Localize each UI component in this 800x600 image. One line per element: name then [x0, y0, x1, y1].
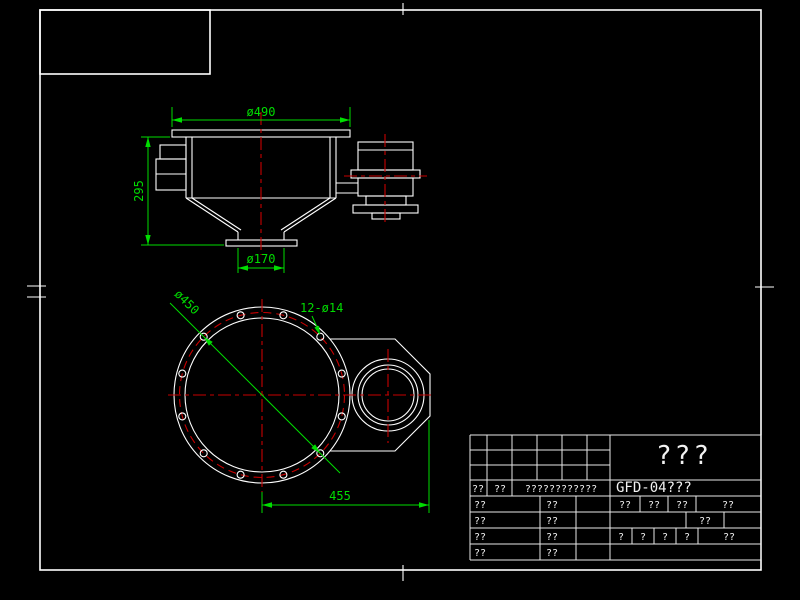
- plan-view[interactable]: ø450 12-ø14 455: [168, 287, 434, 513]
- dim-text-overall-width[interactable]: 455: [329, 489, 351, 503]
- title-left-value[interactable]: ??: [546, 500, 558, 511]
- bolt-holes[interactable]: [178, 311, 346, 479]
- rev-cell[interactable]: ??: [472, 484, 484, 495]
- front-view-outline[interactable]: [155, 129, 351, 247]
- rev-cell[interactable]: ????????????: [525, 484, 597, 495]
- title-left-value[interactable]: ??: [546, 532, 558, 543]
- motor-elevation-outline[interactable]: [336, 141, 421, 220]
- bolt-hole[interactable]: [236, 311, 245, 320]
- dim-text-bolt-circle[interactable]: ø450: [172, 287, 202, 317]
- bolt-hole[interactable]: [199, 449, 208, 458]
- top-left-title-strip: [39, 9, 211, 75]
- dim-text-top-diameter[interactable]: ø490: [247, 105, 276, 119]
- dim-text-outlet-diameter[interactable]: ø170: [247, 252, 276, 266]
- title-left-label[interactable]: ??: [474, 516, 486, 527]
- title-sheet-cell[interactable]: ?: [684, 532, 690, 543]
- title-left-value[interactable]: ??: [546, 516, 558, 527]
- dim-bolt-holes-label[interactable]: 12-ø14: [300, 301, 343, 335]
- bolt-hole[interactable]: [316, 449, 325, 458]
- title-block[interactable]: ??? GFD-04??? ?? ?? ???????????? ?? ?? ?…: [469, 434, 762, 561]
- bolt-hole[interactable]: [279, 311, 288, 320]
- bolt-hole[interactable]: [178, 369, 187, 378]
- drawing-frame: [39, 9, 762, 571]
- front-view-centerlines: [260, 112, 427, 255]
- title-left-label[interactable]: ??: [474, 500, 486, 511]
- title-header-cell[interactable]: ??: [722, 500, 734, 511]
- title-left-label[interactable]: ??: [474, 548, 486, 559]
- title-sheet-cell[interactable]: ?: [640, 532, 646, 543]
- bolt-hole[interactable]: [337, 412, 346, 421]
- title-sheet-cell[interactable]: ??: [723, 532, 735, 543]
- title-header-cell[interactable]: ??: [676, 500, 688, 511]
- dim-height[interactable]: 295: [132, 136, 224, 246]
- dim-outlet-diameter[interactable]: ø170: [237, 248, 285, 273]
- rev-cell[interactable]: ??: [494, 484, 506, 495]
- dim-text-bolt-holes[interactable]: 12-ø14: [300, 301, 343, 315]
- title-left-label[interactable]: ??: [474, 532, 486, 543]
- title-sheet-cell[interactable]: ?: [618, 532, 624, 543]
- title-sheet-cell[interactable]: ?: [662, 532, 668, 543]
- bolt-hole[interactable]: [279, 470, 288, 479]
- title-block-grid: [469, 434, 762, 561]
- dim-overall-width[interactable]: 455: [261, 420, 430, 513]
- bolt-hole[interactable]: [236, 470, 245, 479]
- bolt-hole[interactable]: [178, 412, 187, 421]
- bolt-hole[interactable]: [337, 369, 346, 378]
- bolt-hole[interactable]: [316, 332, 325, 341]
- title-header-cell[interactable]: ??: [619, 500, 631, 511]
- dim-top-diameter[interactable]: ø490: [171, 105, 351, 127]
- front-view[interactable]: ø490 295 ø170: [132, 105, 427, 273]
- title-stage-value[interactable]: ??: [699, 516, 711, 527]
- title-left-value[interactable]: ??: [546, 548, 558, 559]
- drawing-number[interactable]: GFD-04???: [616, 480, 692, 496]
- dim-text-height[interactable]: 295: [132, 180, 146, 202]
- bolt-hole[interactable]: [199, 332, 208, 341]
- plan-centerlines: [168, 299, 434, 492]
- centering-marks: [27, 3, 774, 581]
- title-header-cell[interactable]: ??: [648, 500, 660, 511]
- product-name[interactable]: ???: [656, 441, 712, 471]
